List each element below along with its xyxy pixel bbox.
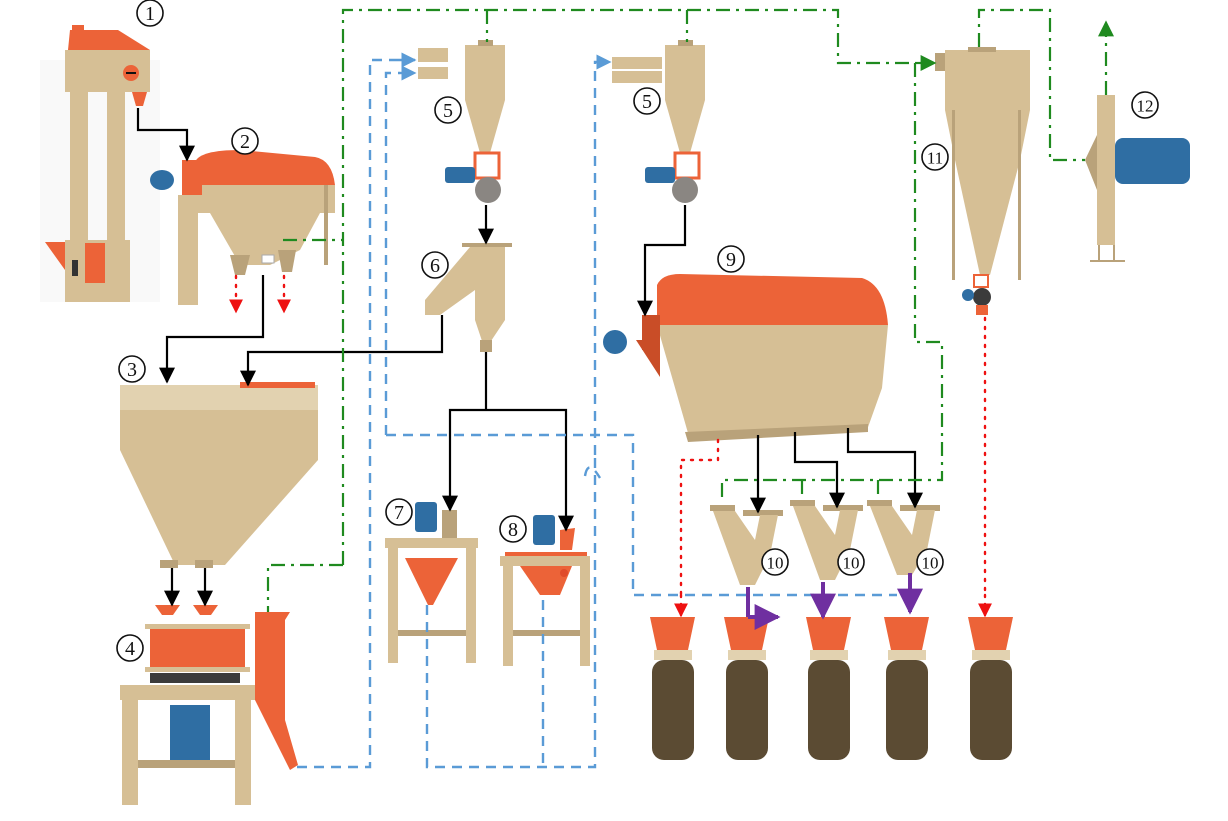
svg-text:10: 10: [843, 554, 860, 573]
equipment-label-4: 4: [116, 634, 144, 662]
bag-4: [884, 617, 929, 760]
waste-lines: [229, 274, 992, 618]
svg-text:2: 2: [240, 131, 250, 153]
storage-hopper: [120, 382, 318, 568]
equipment-label-12: 12: [1131, 91, 1159, 119]
dehuller-mill: [120, 605, 298, 805]
equipment-label-3: 3: [118, 355, 146, 383]
svg-text:4: 4: [125, 638, 135, 660]
bag-3: [806, 617, 851, 760]
equipment-label-2: 2: [231, 127, 259, 155]
svg-text:10: 10: [767, 554, 784, 573]
grinder-8: [500, 515, 590, 666]
equipment-label-9: 9: [717, 245, 745, 273]
svg-text:3: 3: [127, 359, 137, 381]
product-flow-lines: [746, 573, 923, 630]
equipment-label-11: 11: [921, 143, 949, 171]
cyclone-right: [612, 40, 705, 203]
equipment-label-10b: 10: [837, 548, 865, 576]
equipment-label-10a: 10: [761, 548, 789, 576]
svg-text:5: 5: [642, 91, 652, 113]
equipment-label-6: 6: [421, 251, 449, 279]
svg-text:8: 8: [508, 519, 518, 541]
pneumatic-conveying-lines: [297, 52, 897, 769]
drum-sifter: [603, 274, 888, 442]
bucket-elevator: [40, 25, 160, 302]
svg-text:5: 5: [443, 100, 453, 122]
equipment-label-1: 1: [136, 0, 164, 27]
svg-text:1: 1: [145, 3, 155, 25]
aspirator-splitter: [425, 243, 512, 352]
svg-text:7: 7: [394, 502, 404, 524]
bag-2: [724, 617, 769, 760]
svg-text:10: 10: [922, 554, 939, 573]
svg-text:6: 6: [430, 255, 440, 277]
grinder-7: [385, 502, 478, 663]
cyclone-left: [418, 40, 505, 203]
equipment-label-8: 8: [499, 515, 527, 543]
aspiration-air-lines: [266, 8, 1114, 612]
drum-pre-cleaner: [150, 150, 335, 305]
equipment-label-10c: 10: [916, 548, 944, 576]
bag-1: [650, 617, 695, 760]
svg-text:9: 9: [726, 249, 736, 271]
svg-text:12: 12: [1137, 97, 1154, 116]
dust-collector-cyclone: [935, 47, 1030, 315]
equipment-label-7: 7: [385, 498, 413, 526]
svg-text:11: 11: [927, 149, 943, 168]
exhaust-fan: [1085, 95, 1190, 262]
equipment-label-5a: 5: [434, 96, 462, 124]
bag-5: [968, 617, 1013, 760]
equipment-label-5b: 5: [633, 87, 661, 115]
